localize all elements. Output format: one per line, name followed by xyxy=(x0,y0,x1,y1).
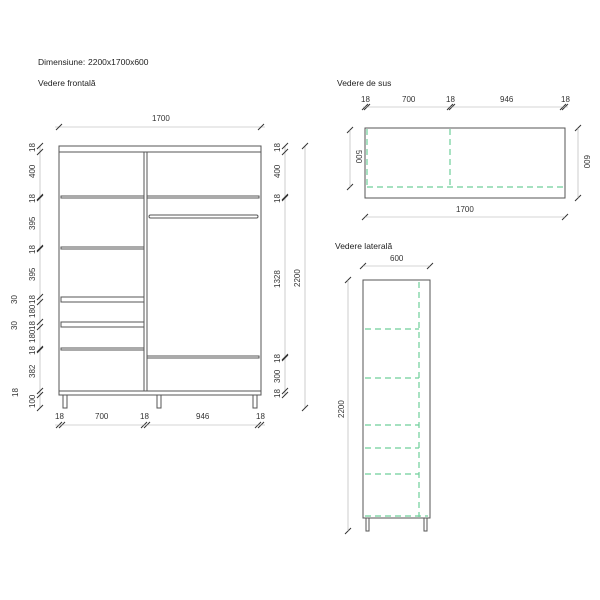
dimension-tick xyxy=(36,193,44,201)
dimension-tick xyxy=(36,318,44,326)
dimension-tick xyxy=(281,194,289,202)
dimension-value: 2200x1700x600 xyxy=(88,57,149,67)
side-outline xyxy=(362,279,431,519)
dim: 946 xyxy=(500,95,514,104)
dim: 600 xyxy=(582,155,591,169)
dimension-tick xyxy=(36,293,44,301)
dimension-tick xyxy=(36,142,44,150)
shelves xyxy=(60,195,260,359)
dim: 600 xyxy=(390,254,404,263)
dim: 18 xyxy=(361,95,370,104)
dimension-tick xyxy=(36,245,44,253)
dim: 18 xyxy=(28,245,37,254)
dimension-tick xyxy=(281,148,289,156)
dimension-tick xyxy=(36,194,44,202)
dim: 18 xyxy=(273,354,282,363)
legs xyxy=(62,394,258,409)
dim: 400 xyxy=(273,164,282,178)
dim: 180 xyxy=(28,304,37,318)
dimension-tick xyxy=(281,193,289,201)
dim: 18 xyxy=(256,412,265,421)
dimension-tick xyxy=(36,323,44,331)
dim: 400 xyxy=(28,164,37,178)
dimension-tick xyxy=(36,387,44,395)
dim: 946 xyxy=(196,412,210,421)
dim: 1700 xyxy=(456,205,474,214)
dimension-label: Dimensiune: xyxy=(38,57,85,67)
dimension-tick xyxy=(301,404,309,412)
dimension-tick xyxy=(301,142,309,150)
front-view: 1700 18 400 18 395 18 395 18 180 xyxy=(10,103,582,535)
dim: 18 xyxy=(28,346,37,355)
dimension-tick xyxy=(36,148,44,156)
front-view-title: Vedere frontală xyxy=(38,78,96,88)
dim: 500 xyxy=(354,150,363,164)
top-view-title: Vedere de sus xyxy=(337,78,391,88)
dimension-tick xyxy=(281,354,289,362)
dim: 30 xyxy=(10,295,19,304)
top-outline xyxy=(364,127,566,199)
dim: 18 xyxy=(273,143,282,152)
dim: 30 xyxy=(10,321,19,330)
dim: 1328 xyxy=(273,270,282,288)
dim: 18 xyxy=(140,412,149,421)
side-height: 2200 xyxy=(337,400,346,418)
dim: 395 xyxy=(28,267,37,281)
dim: 300 xyxy=(273,369,282,383)
dimension-tick xyxy=(281,353,289,361)
dimension-tick xyxy=(281,387,289,395)
dim: 700 xyxy=(402,95,416,104)
dim: 382 xyxy=(28,364,37,378)
dim: 700 xyxy=(95,412,109,421)
dimension-tick xyxy=(36,244,44,252)
dimension-tick xyxy=(36,391,44,399)
dim: 180 xyxy=(28,329,37,343)
dim: 18 xyxy=(273,194,282,203)
dim: 18 xyxy=(28,143,37,152)
hanging-rail xyxy=(148,214,259,219)
dim: 100 xyxy=(28,394,37,408)
dim: 18 xyxy=(273,389,282,398)
dim: 18 xyxy=(446,95,455,104)
dim: 18 xyxy=(28,321,37,330)
side-view-title: Vedere laterală xyxy=(335,241,392,251)
dim: 18 xyxy=(55,412,64,421)
dimension-tick xyxy=(36,345,44,353)
front-height: 2200 xyxy=(293,269,302,287)
front-width: 1700 xyxy=(152,114,170,123)
dimension-tick xyxy=(281,142,289,150)
dimension-tick xyxy=(36,346,44,354)
dimension-tick xyxy=(36,404,44,412)
dim: 395 xyxy=(28,216,37,230)
dim: 18 xyxy=(561,95,570,104)
dimension-tick xyxy=(281,391,289,399)
top-view: 18 700 18 946 18 500 600 1700 xyxy=(349,95,591,218)
side-view: 600 2200 xyxy=(337,254,431,532)
dimension-tick xyxy=(36,298,44,306)
dim: 18 xyxy=(28,194,37,203)
dim: 18 xyxy=(28,295,37,304)
dim: 18 xyxy=(11,388,20,397)
